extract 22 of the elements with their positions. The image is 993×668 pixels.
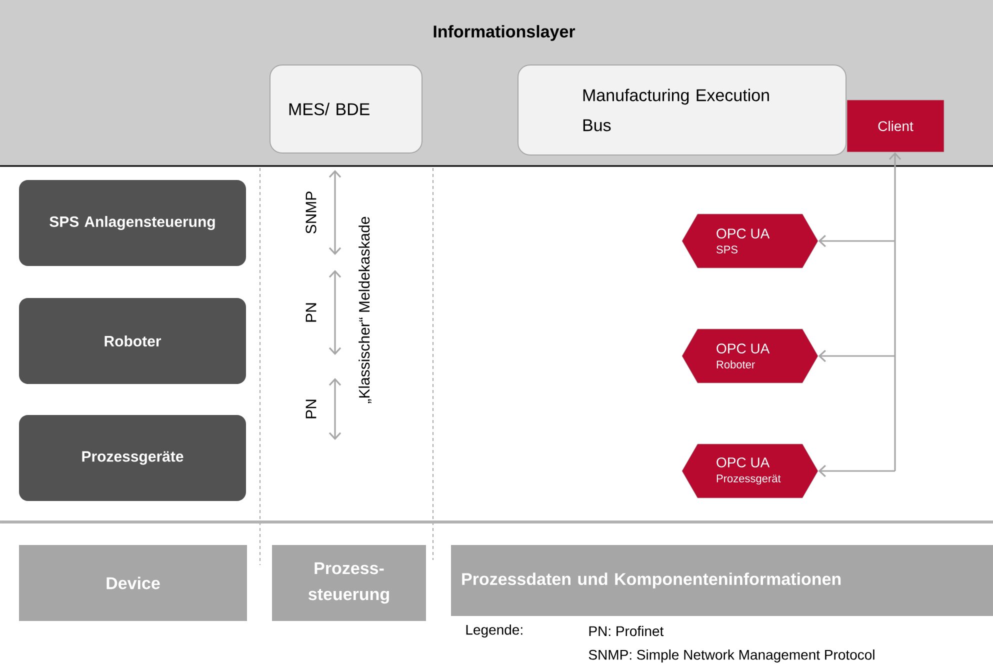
legend-entry: SNMP: Simple Network Management Protocol [588,649,874,663]
client-box: Client [846,100,944,152]
device-box: Prozessgeräte [19,415,246,501]
system-box: MES/ BDE [270,64,422,154]
protocol-label: PN [306,303,316,322]
category-bar: Prozess- steuerung [272,545,426,621]
arrow [818,464,895,478]
device-box: Roboter [19,298,246,384]
protocol-label: PN [306,400,316,418]
legend-title: Legende: [466,624,522,638]
cascade-label: „Klassischer“ Meldekaskade [358,216,372,404]
arrow [818,234,895,248]
arrow [818,350,895,362]
hexagon-node: OPC UA Prozessgerät [682,444,818,498]
hexagon-node: OPC UA Roboter [682,328,818,384]
arrow [888,152,902,471]
category-bar: Device [19,545,247,621]
protocol-label: SNMP [306,192,316,234]
system-box: Manufacturing Execution Bus [518,64,846,156]
device-box: SPS Anlagensteuerung [19,180,246,266]
hexagon-node: OPC UA SPS [682,214,818,268]
category-bar: Prozessdaten und Komponenteninformationen [451,545,993,616]
